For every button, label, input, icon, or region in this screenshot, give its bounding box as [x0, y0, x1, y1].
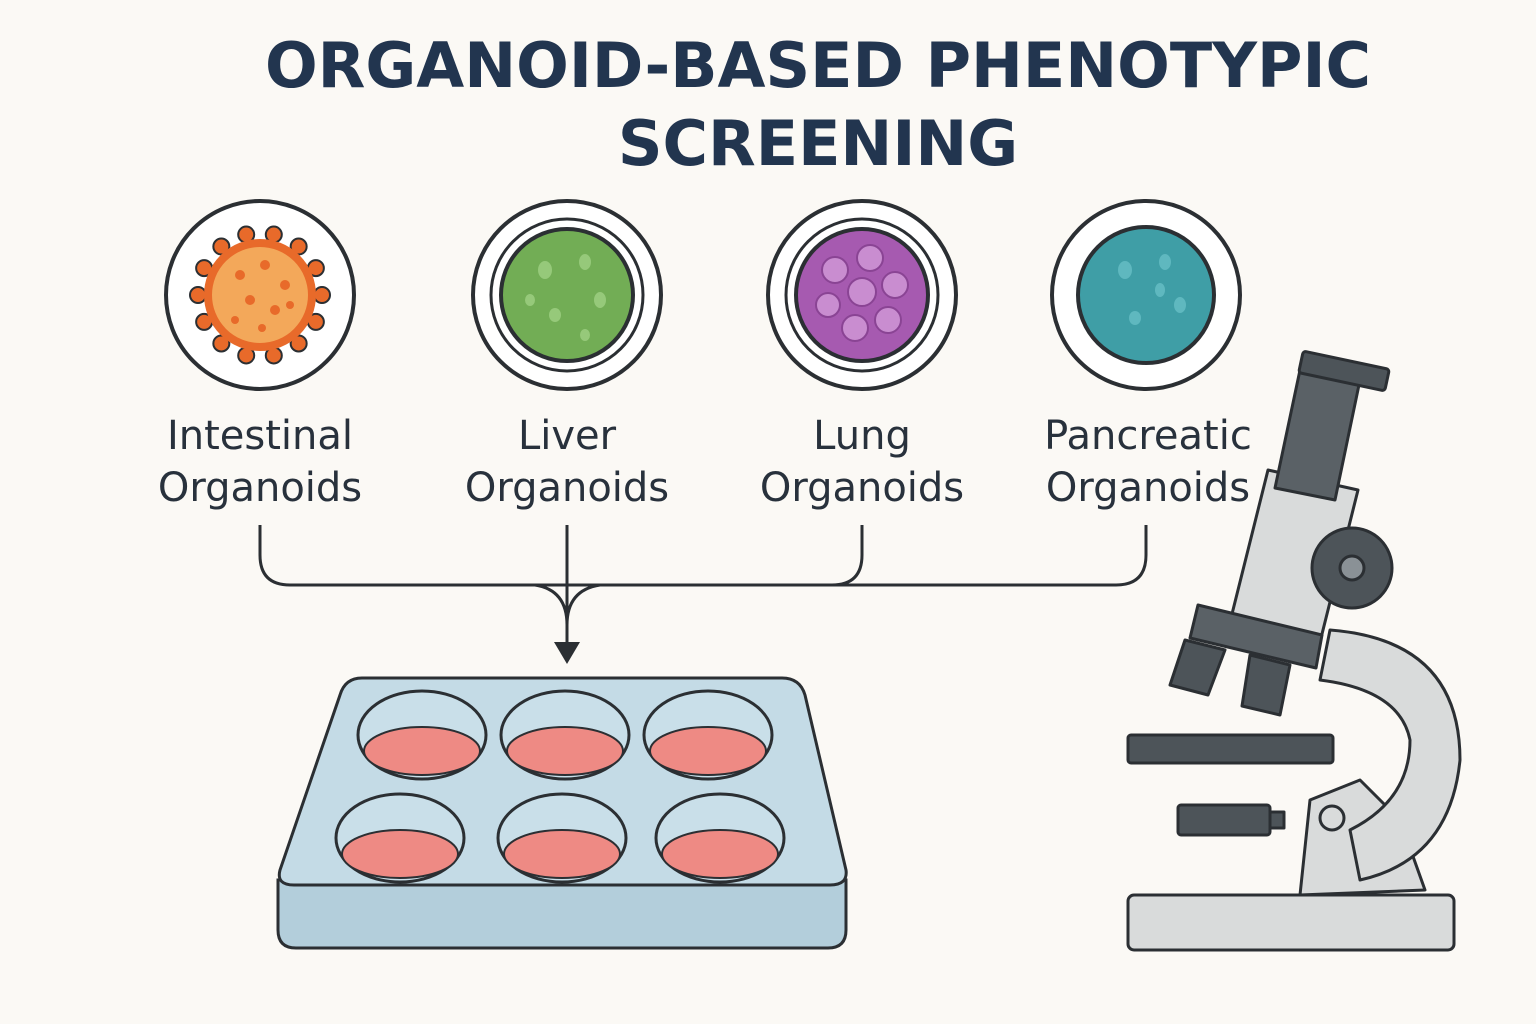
label-line-1: Lung: [813, 413, 911, 459]
well: [654, 792, 786, 884]
arrow-head-icon: [554, 642, 580, 664]
label-line-2: Organoids: [157, 465, 363, 511]
well: [334, 792, 466, 884]
well: [356, 689, 488, 781]
title-line-2: SCREENING: [617, 107, 1019, 180]
well: [499, 689, 631, 781]
intestinal-organoid-icon: [164, 199, 356, 391]
well-plate: [276, 676, 848, 950]
title-line-1: ORGANOID-BASED PHENOTYPIC: [264, 29, 1372, 102]
well: [496, 792, 628, 884]
lung-organoid-icon: [766, 199, 958, 391]
microscope-icon: [1126, 350, 1462, 952]
label-line-1: Pancreatic: [1044, 413, 1252, 459]
spike: [189, 286, 207, 304]
label-line-1: Liver: [517, 413, 617, 459]
label-line-2: Organoids: [1045, 465, 1251, 511]
label-line-1: Intestinal: [166, 413, 354, 459]
pancreatic-organoid-icon: [1050, 199, 1242, 391]
label-line-2: Organoids: [759, 465, 965, 511]
well: [642, 689, 774, 781]
liver-organoid-icon: [471, 199, 663, 391]
label-line-2: Organoids: [464, 465, 670, 511]
connector-lines: [258, 525, 1148, 650]
spike: [313, 286, 331, 304]
